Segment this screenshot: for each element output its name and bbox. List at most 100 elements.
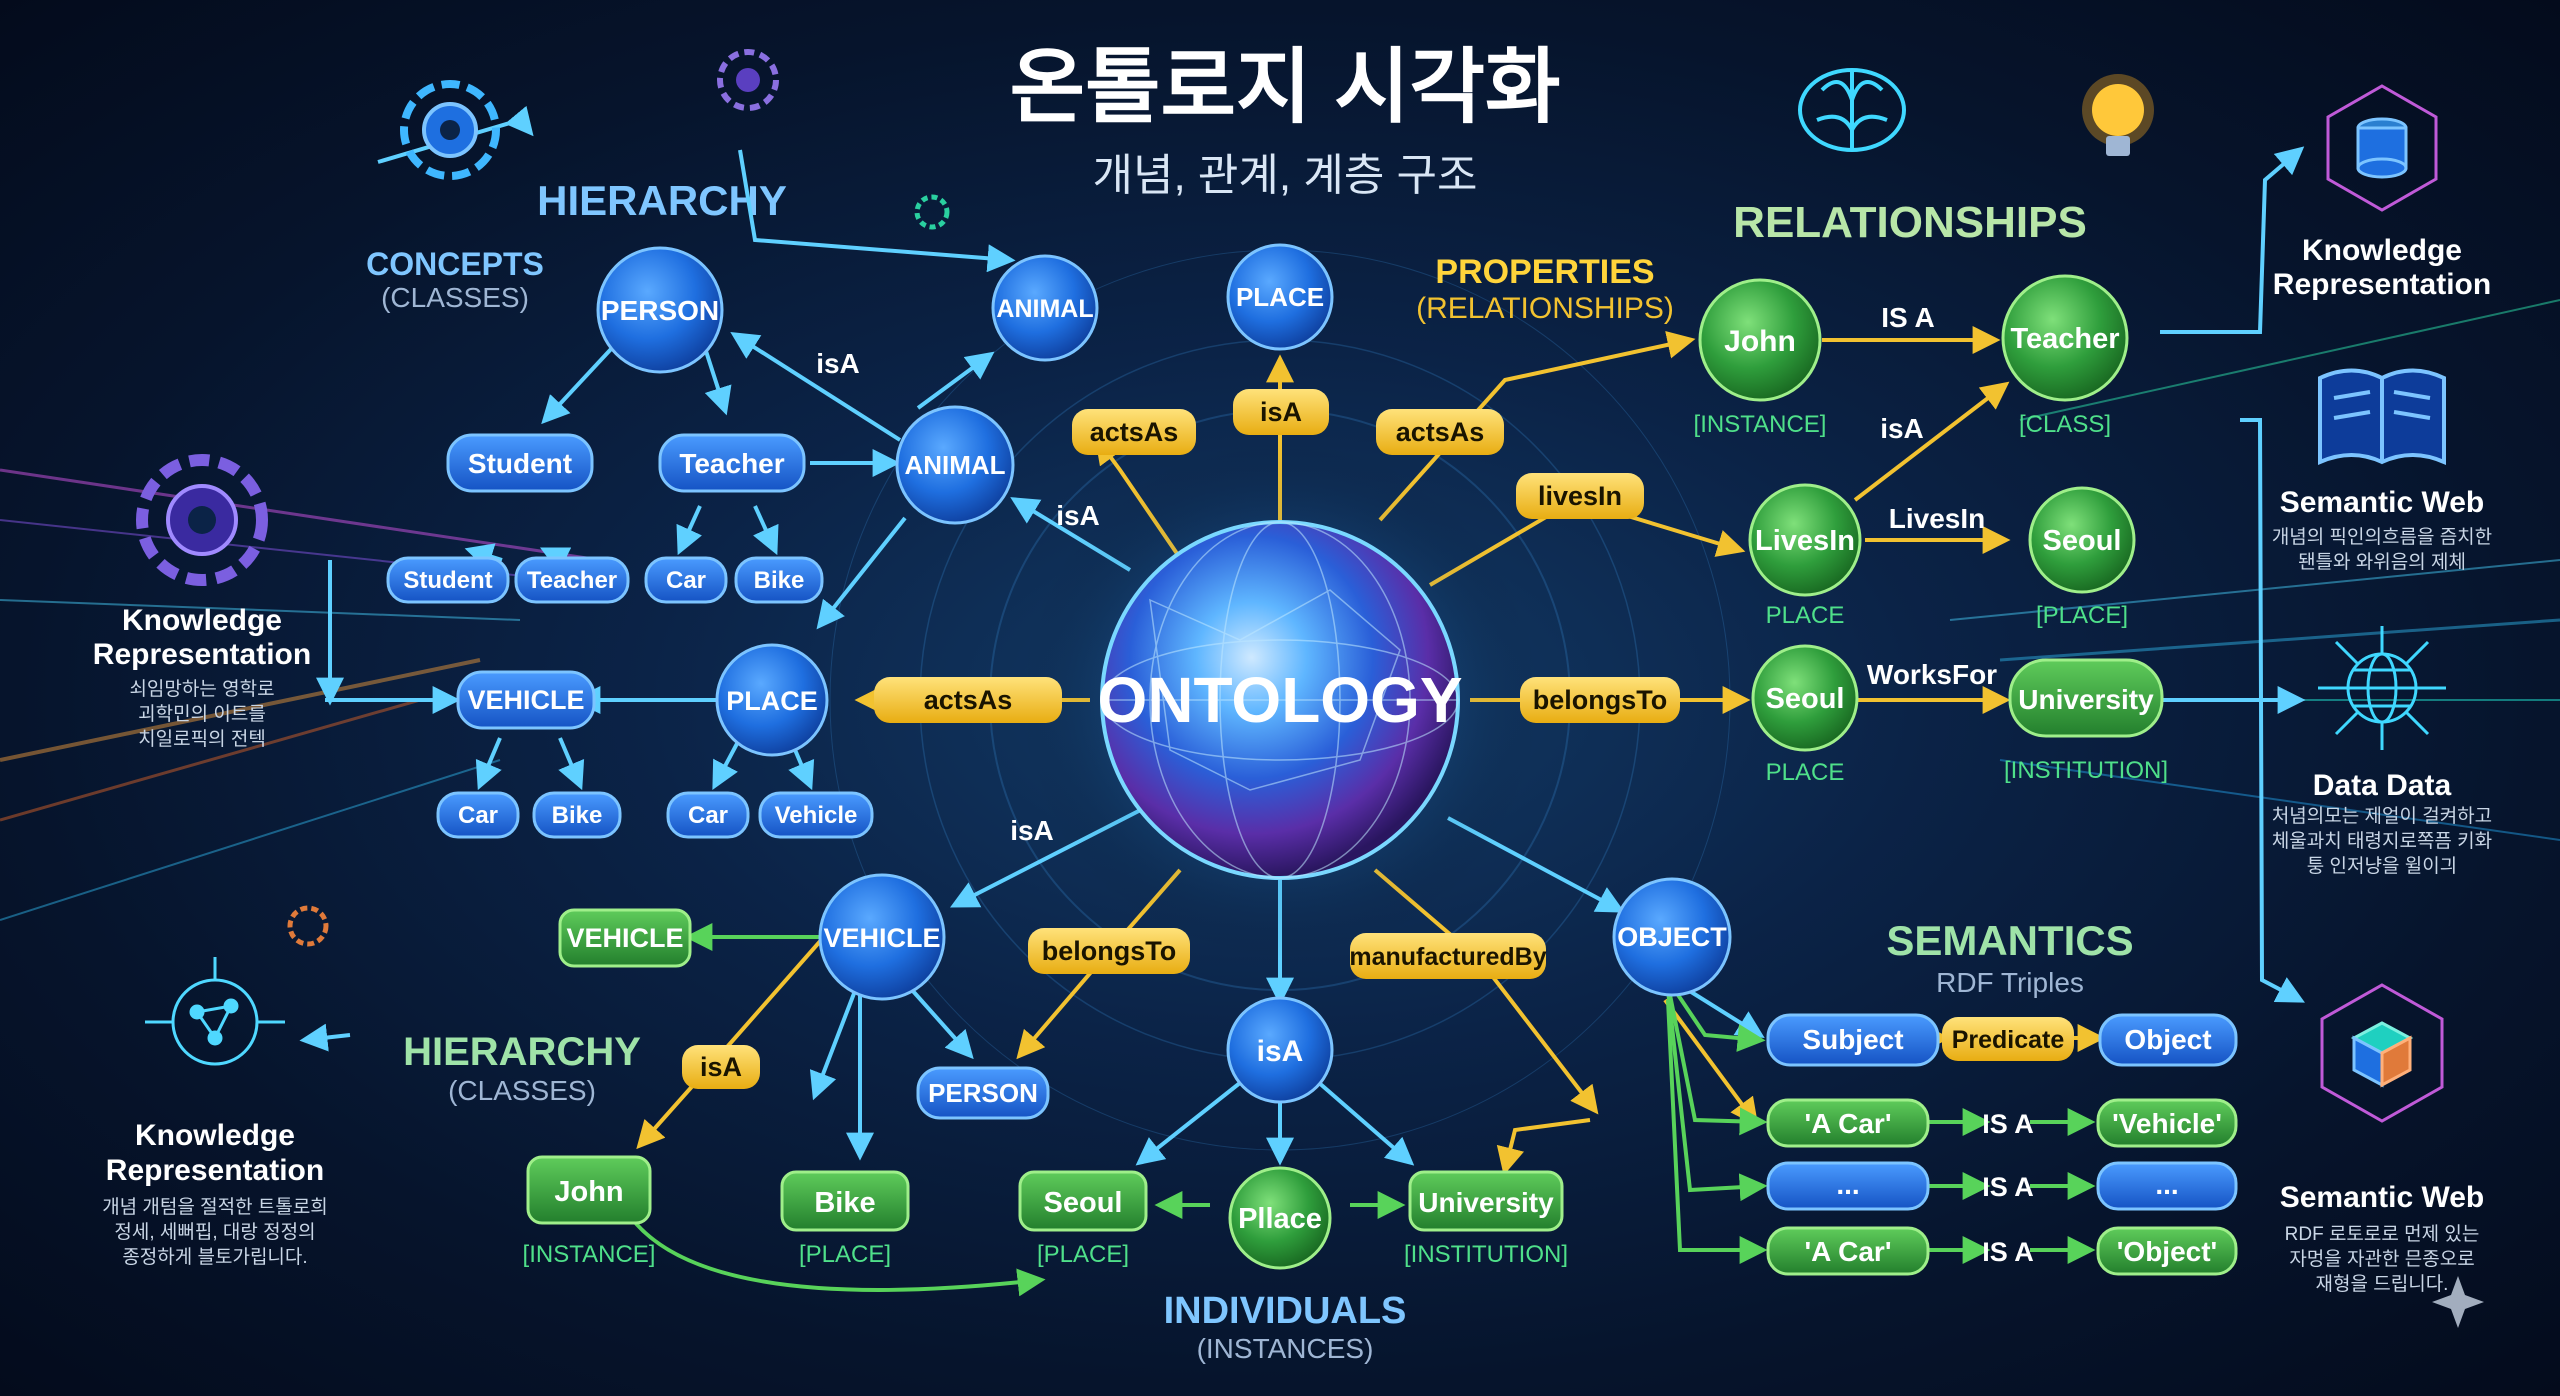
svg-text:'Vehicle': 'Vehicle' <box>2112 1108 2222 1139</box>
rect-student-small[interactable]: Student <box>386 556 510 604</box>
section-relationships: RELATIONSHIPS <box>1733 198 2087 247</box>
rect-car-3[interactable]: Car <box>666 791 750 839</box>
pill-belongsto-bottom[interactable]: belongsTo <box>1028 928 1190 974</box>
kr1-desc-2: 괴학민의 이트를 <box>138 703 266 725</box>
svg-text:ANIMAL: ANIMAL <box>904 450 1005 480</box>
pill-actsas-mid[interactable]: actsAs <box>874 677 1062 723</box>
rect-dots-1[interactable]: ... <box>1766 1161 1930 1211</box>
svg-text:Student: Student <box>468 448 572 479</box>
right-panel: Knowledge Representation Semantic Web 개념… <box>1798 68 2492 1328</box>
node-seoul-right-1[interactable]: Seoul <box>2028 486 2136 594</box>
rect-object-quoted[interactable]: 'Object' <box>2096 1226 2238 1276</box>
pill-manufacturedby[interactable]: manufacturedBy <box>1349 933 1547 979</box>
node-vehicle-bottom[interactable]: VEHICLE <box>818 873 946 1001</box>
rect-university-right[interactable]: University <box>2008 658 2164 738</box>
svg-text:isA: isA <box>1260 397 1302 427</box>
node-animal-mid[interactable]: ANIMAL <box>895 405 1015 525</box>
rect-car-2[interactable]: Car <box>436 791 520 839</box>
rect-car-1[interactable]: Car <box>644 556 728 604</box>
svg-text:Bike: Bike <box>754 567 805 594</box>
svg-text:PLACE: PLACE <box>1236 282 1324 312</box>
svg-text:Teacher: Teacher <box>2010 323 2119 355</box>
rect-person-small[interactable]: PERSON <box>916 1066 1050 1120</box>
svg-text:University: University <box>2018 684 2154 715</box>
rect-object[interactable]: Object <box>2098 1013 2238 1067</box>
database-network-icon <box>2326 84 2438 212</box>
pill-belongsto-right[interactable]: belongsTo <box>1520 677 1680 723</box>
edge-label-is-a-2: IS A <box>1982 1172 2034 1202</box>
rect-teacher-small[interactable]: Teacher <box>514 556 630 604</box>
svg-text:Car: Car <box>666 567 706 594</box>
rect-vehicle-quoted[interactable]: 'Vehicle' <box>2096 1098 2238 1148</box>
rect-dots-2[interactable]: ... <box>2096 1161 2238 1211</box>
dd-desc-1: 처념의모는 제얼이 걸켜하고 <box>2272 805 2492 827</box>
caption-instance-bottom: [INSTANCE] <box>523 1241 656 1268</box>
kr1-desc-1: 쇠임망하는 영학로 <box>129 678 274 700</box>
node-object[interactable]: OBJECT <box>1612 877 1732 997</box>
rect-seoul-green[interactable]: Seoul <box>1018 1170 1148 1232</box>
svg-text:Bike: Bike <box>552 802 603 829</box>
left-panel: Knowledge Representation 쇠임망하는 영학로 괴학민의 … <box>93 49 950 1268</box>
edge-label-livesin: LivesIn <box>1889 503 1985 534</box>
kr1-title-1: Knowledge <box>122 604 282 637</box>
pill-livesin[interactable]: livesIn <box>1516 473 1644 519</box>
section-concepts: CONCEPTS <box>366 246 544 282</box>
kr2-desc-1: 개념 개텀을 절적한 트톨로희 <box>102 1196 328 1218</box>
node-place-left[interactable]: PLACE <box>715 643 829 757</box>
svg-text:Pllace: Pllace <box>1238 1203 1322 1235</box>
pill-isa-top[interactable]: isA <box>1233 389 1329 435</box>
node-place-top[interactable]: PLACE <box>1226 243 1334 351</box>
rect-teacher[interactable]: Teacher <box>658 433 806 493</box>
node-seoul-right-2[interactable]: Seoul <box>1751 644 1859 752</box>
pill-actsas-right[interactable]: actsAs <box>1376 409 1504 455</box>
rect-acar-2[interactable]: 'A Car' <box>1766 1226 1930 1276</box>
rect-bike-green[interactable]: Bike <box>780 1170 910 1232</box>
node-john[interactable]: John <box>1698 278 1822 402</box>
svg-text:Seoul: Seoul <box>1766 683 1845 715</box>
svg-text:Seoul: Seoul <box>2043 525 2122 557</box>
svg-text:OBJECT: OBJECT <box>1617 922 1727 952</box>
rect-john-green[interactable]: John <box>526 1155 652 1225</box>
node-isa-center[interactable]: isA <box>1226 996 1334 1104</box>
svg-text:'A Car': 'A Car' <box>1805 1108 1892 1139</box>
rect-vehicle-small[interactable]: Vehicle <box>758 791 874 839</box>
node-person[interactable]: PERSON <box>596 246 724 374</box>
brain-icon <box>1798 68 1906 152</box>
svg-text:actsAs: actsAs <box>1090 417 1179 447</box>
sw2-title: Semantic Web <box>2280 1181 2485 1214</box>
rect-bike-2[interactable]: Bike <box>532 791 622 839</box>
sw2-desc-3: 재형을 드립니다. <box>2316 1273 2449 1295</box>
svg-text:Bike: Bike <box>814 1187 875 1219</box>
rect-student[interactable]: Student <box>446 433 594 493</box>
rect-vehicle-left[interactable]: VEHICLE <box>456 670 596 730</box>
background-streaks <box>0 299 2560 921</box>
edge-label-isa-1: isA <box>816 348 860 379</box>
svg-text:VEHICLE: VEHICLE <box>467 685 584 715</box>
node-animal-top[interactable]: ANIMAL <box>991 254 1099 362</box>
svg-text:PERSON: PERSON <box>601 295 719 326</box>
pill-actsas-left[interactable]: actsAs <box>1072 409 1196 455</box>
rect-bike-1[interactable]: Bike <box>734 556 824 604</box>
kr-right-title-2: Representation <box>2273 268 2491 301</box>
node-teacher-right[interactable]: Teacher <box>2001 274 2129 402</box>
node-pllace[interactable]: Pllace <box>1228 1166 1332 1270</box>
svg-text:livesIn: livesIn <box>1538 481 1622 511</box>
rect-university-green[interactable]: University <box>1408 1170 1564 1232</box>
node-livesin[interactable]: LivesIn <box>1748 483 1862 597</box>
svg-text:Object: Object <box>2124 1024 2211 1055</box>
svg-text:'A Car': 'A Car' <box>1805 1236 1892 1267</box>
pill-predicate[interactable]: Predicate <box>1942 1017 2074 1061</box>
rect-acar-1[interactable]: 'A Car' <box>1766 1098 1930 1148</box>
svg-text:John: John <box>1724 325 1796 358</box>
kr-right-title-1: Knowledge <box>2302 234 2462 267</box>
rect-subject[interactable]: Subject <box>1766 1013 1940 1067</box>
rect-vehicle-green[interactable]: VEHICLE <box>558 908 692 968</box>
dd-title: Data Data <box>2313 769 2452 802</box>
svg-text:Vehicle: Vehicle <box>775 802 858 829</box>
caption-institution-bottom: [INSTITUTION] <box>1404 1241 1568 1268</box>
svg-text:PLACE: PLACE <box>726 686 818 716</box>
pill-isa-bottom-left[interactable]: isA <box>682 1045 760 1089</box>
section-properties: PROPERTIES <box>1435 253 1654 291</box>
ontology-sphere[interactable]: ONTOLOGY <box>1020 440 1540 960</box>
section-concepts-sub: (CLASSES) <box>381 282 529 313</box>
